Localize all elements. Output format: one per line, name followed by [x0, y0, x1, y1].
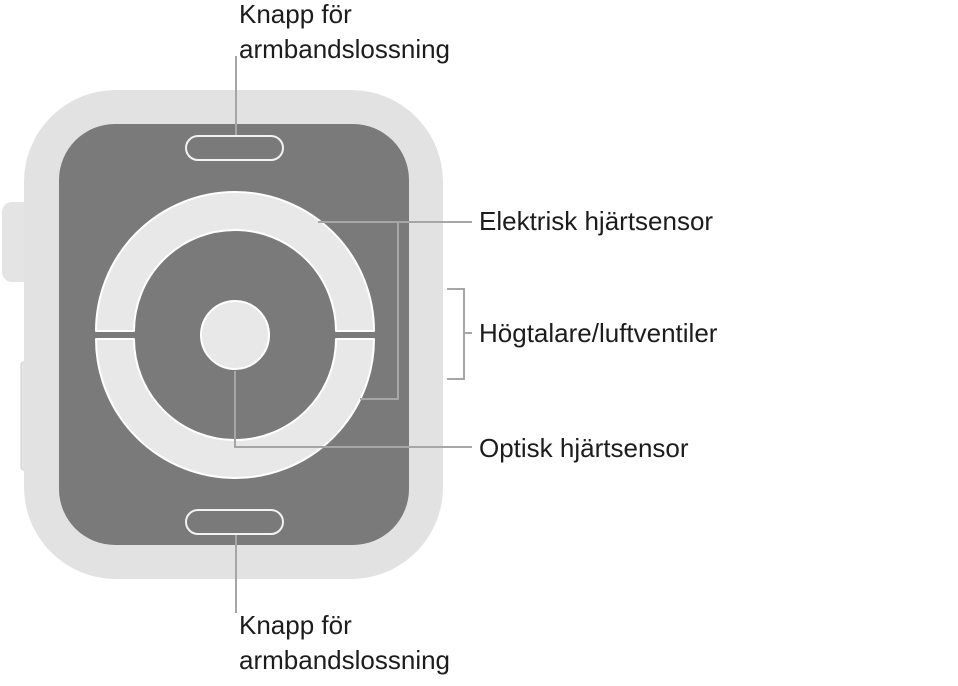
leader-line-speaker [447, 288, 472, 380]
leader-line-electrical [318, 221, 472, 400]
label-band-release-top-line2: armbandslossning [239, 34, 451, 64]
label-band-release-top-line1: Knapp för [239, 0, 352, 29]
label-electrical-heart-sensor: Elektrisk hjärtsensor [479, 206, 714, 236]
label-band-release-bottom-line1: Knapp för [239, 610, 352, 640]
leader-line-optical [234, 371, 472, 448]
electrical-sensor-upper-ring [95, 191, 375, 332]
label-band-release-top: Knapp för armbandslossning [239, 0, 450, 67]
label-speaker-air-vents: Högtalare/luftventiler [479, 318, 718, 348]
optical-sensor [200, 300, 270, 370]
label-band-release-bottom: Knapp för armbandslossning [239, 608, 450, 678]
label-optical-heart-sensor: Optisk hjärtsensor [479, 433, 689, 463]
band-release-button-bottom [185, 509, 284, 535]
electrical-sensor-lower-ring [95, 338, 375, 479]
label-band-release-bottom-line2: armbandslossning [239, 645, 451, 675]
band-release-button-top [185, 135, 284, 161]
